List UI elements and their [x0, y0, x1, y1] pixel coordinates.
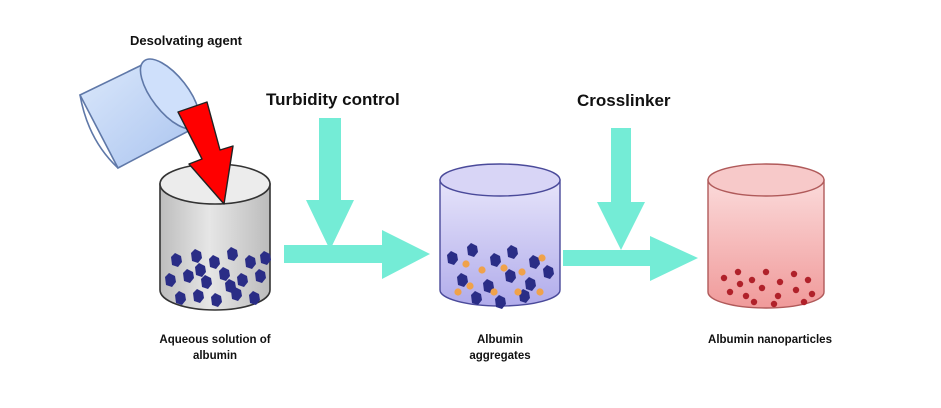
label-albumin-aggregates: Albumin aggregates	[440, 333, 560, 364]
nanoparticle	[800, 298, 808, 306]
nanoparticle	[742, 292, 750, 300]
aggregate-molecule	[447, 251, 458, 265]
albumin-molecule	[193, 289, 204, 303]
process-arrow-2	[563, 236, 698, 281]
beaker-albumin-aggregates	[439, 163, 561, 307]
aggregate-molecule	[457, 273, 468, 287]
beaker-albumin-nanoparticles	[707, 163, 825, 309]
aggregate-molecule	[507, 245, 518, 259]
albumin-molecule	[165, 273, 176, 287]
label-aqueous-solution: Aqueous solution of albumin	[140, 333, 290, 364]
nanoparticle	[776, 278, 784, 286]
nanoparticle	[804, 276, 812, 284]
aggregate-molecule	[495, 295, 506, 309]
label-desolvating-agent: Desolvating agent	[130, 33, 242, 48]
aggregate-molecule	[483, 279, 494, 293]
albumin-molecule	[260, 251, 271, 265]
nanoparticle	[790, 270, 798, 278]
nanoparticle	[762, 268, 770, 276]
albumin-molecule	[201, 275, 212, 289]
droplet	[466, 282, 474, 290]
droplet	[462, 260, 470, 268]
pour-arrow	[177, 101, 234, 205]
albumin-molecule	[219, 267, 230, 281]
nanoparticles	[720, 268, 816, 308]
nanoparticle	[748, 276, 756, 284]
label-aggregates-line2: aggregates	[469, 349, 531, 362]
nanoparticle	[720, 274, 728, 282]
aggregate-molecule	[467, 243, 478, 257]
nanoparticle	[750, 298, 758, 306]
label-crosslinker: Crosslinker	[577, 91, 671, 110]
aggregate-molecule	[505, 269, 516, 283]
droplet	[538, 254, 546, 262]
albumin-molecules	[165, 247, 271, 307]
albumin-molecule	[195, 263, 206, 277]
label-aggregates-line1: Albumin	[477, 334, 523, 346]
aggregate-molecule	[543, 265, 554, 279]
droplet	[514, 288, 522, 296]
albumin-molecule	[183, 269, 194, 283]
droplet	[500, 264, 508, 272]
nanoparticle	[792, 286, 800, 294]
crosslinker-down-arrow	[597, 128, 645, 250]
aggregate-molecule	[490, 253, 501, 267]
albumin-molecule	[227, 247, 238, 261]
albumin-molecule	[245, 255, 256, 269]
nanoparticle	[774, 292, 782, 300]
albumin-molecule	[209, 255, 220, 269]
nanoparticle	[734, 268, 742, 276]
process-arrow-1	[284, 230, 430, 279]
droplet	[490, 288, 498, 296]
label-turbidity-control: Turbidity control	[266, 90, 400, 109]
nanoparticle	[758, 284, 766, 292]
nanoparticle	[770, 300, 778, 308]
droplet	[536, 288, 544, 296]
aggregate-molecule	[519, 289, 530, 303]
nanoparticle	[736, 280, 744, 288]
label-aqueous-line1: Aqueous solution of	[159, 334, 271, 346]
albumin-molecule	[255, 269, 266, 283]
albumin-molecule	[225, 279, 236, 293]
droplet	[478, 266, 486, 274]
nanoparticle	[726, 288, 734, 296]
turbidity-down-arrow	[306, 118, 354, 250]
desolvating-droplets	[454, 254, 546, 296]
label-albumin-nanoparticles: Albumin nanoparticles	[708, 334, 832, 346]
albumin-molecule	[175, 291, 186, 305]
albumin-molecule	[237, 273, 248, 287]
droplet	[454, 288, 462, 296]
label-aqueous-line2: albumin	[192, 349, 238, 362]
aggregate-molecule	[529, 255, 540, 269]
albumin-molecule	[191, 249, 202, 263]
aggregate-molecules	[447, 243, 554, 309]
nanoparticle	[808, 290, 816, 298]
albumin-molecule	[249, 291, 260, 305]
aggregate-molecule	[525, 277, 536, 291]
droplet	[518, 268, 526, 276]
aggregate-molecule	[471, 291, 482, 305]
albumin-molecule	[171, 253, 182, 267]
albumin-molecule	[211, 293, 222, 307]
